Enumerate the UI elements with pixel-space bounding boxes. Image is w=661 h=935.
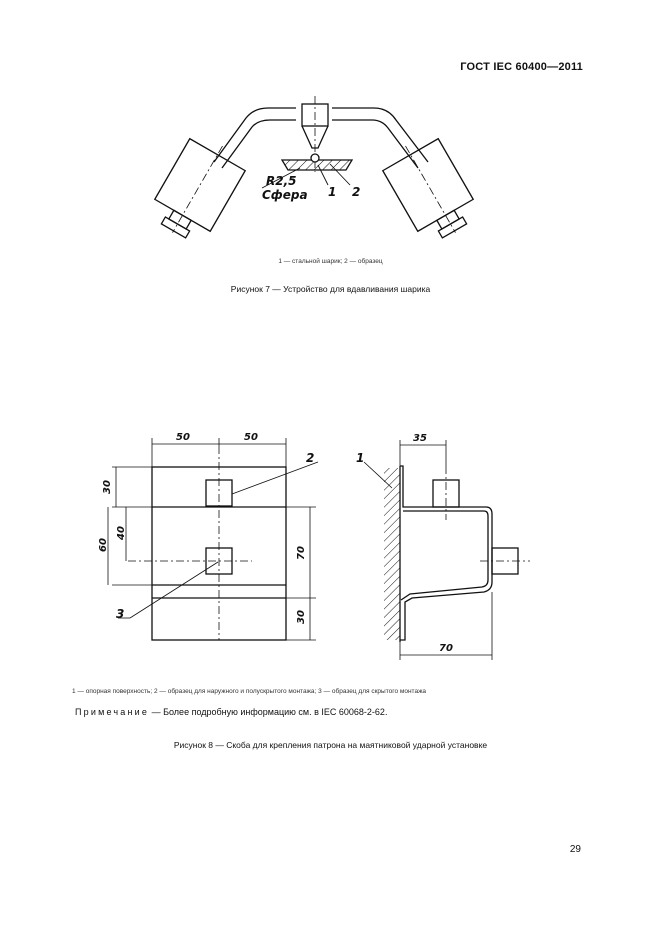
dim-left-total: 60 — [98, 538, 109, 552]
fig8-callout-1: 1 — [356, 451, 364, 465]
dim-width-left: 50 — [176, 432, 190, 443]
note-text: — Более подробную информацию см. в IEC 6… — [149, 707, 388, 717]
figure7-drawing — [153, 96, 475, 239]
dim-hole-spacing: 40 — [116, 526, 127, 541]
figure8-front-view — [128, 446, 287, 641]
dim-top-offset: 30 — [102, 480, 113, 494]
dim-side-offset: 35 — [413, 433, 427, 444]
radius-label: R2,5 — [266, 174, 297, 188]
fig8-callout-2: 2 — [306, 451, 314, 465]
figure8-front-dimensions — [107, 438, 319, 641]
dim-width-right: 50 — [244, 432, 258, 443]
fig7-callout-1: 1 — [328, 185, 336, 199]
dim-right-height: 70 — [296, 546, 307, 560]
fig7-callout-2: 2 — [352, 185, 360, 199]
figure7-caption: Рисунок 7 — Устройство для вдавливания ш… — [230, 284, 431, 294]
dim-bottom-offset: 30 — [296, 610, 307, 624]
dim-side-depth: 70 — [439, 643, 453, 654]
figure8-side-view — [384, 465, 530, 642]
fig8-callout-3: 3 — [116, 607, 124, 621]
figure8-caption: Рисунок 8 — Скоба для крепления патрона … — [173, 740, 488, 750]
sphere-label: Сфера — [262, 188, 308, 202]
figure8-note: Примечание — Более подробную информацию … — [75, 707, 387, 717]
page-number: 29 — [569, 844, 581, 855]
figure8-legend: 1 — опорная поверхность; 2 — образец для… — [72, 688, 427, 695]
document-header: ГОСТ IEC 60400—2011 — [460, 61, 583, 73]
figure7-legend: 1 — стальной шарик; 2 — образец — [278, 258, 383, 265]
figure8-side-dimensions — [363, 440, 493, 660]
note-label: Примечание — [75, 707, 150, 717]
